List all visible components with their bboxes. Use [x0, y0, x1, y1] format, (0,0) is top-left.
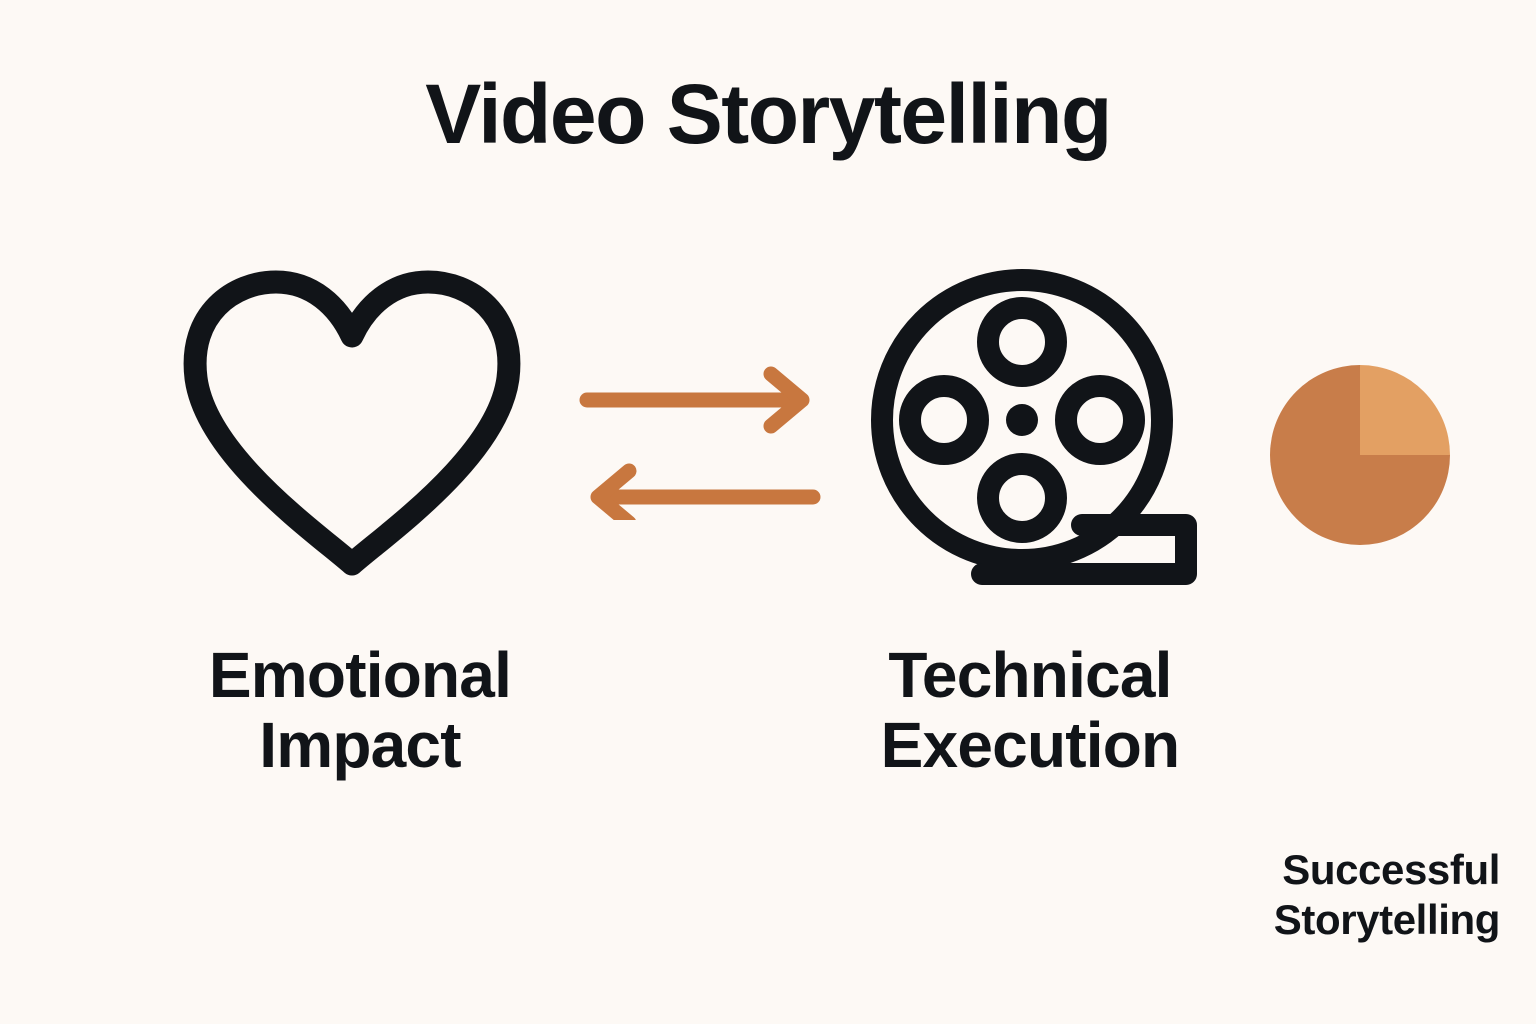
arrow-left-icon [590, 463, 821, 531]
reel-hub-dot [1006, 404, 1038, 436]
label-technical-execution: Technical Execution [760, 640, 1300, 781]
page-title: Video Storytelling [425, 67, 1112, 161]
pie-slice-minor [1360, 365, 1450, 455]
label-line-1: Emotional [208, 639, 512, 711]
label-line-2: Impact [259, 709, 461, 782]
label-line-1: Successful [1282, 846, 1500, 893]
arrow-right-icon [579, 366, 810, 434]
label-emotional-impact: Emotional Impact [90, 640, 630, 781]
label-successful-storytelling: Successful Storytelling [1060, 845, 1501, 944]
film-reel-icon [870, 268, 1210, 588]
heart-icon [172, 268, 532, 588]
label-line-2: Execution [880, 709, 1180, 782]
label-line-2: Storytelling [1273, 895, 1501, 943]
pie-chart-icon [1268, 363, 1452, 547]
bidirectional-arrows [575, 360, 825, 531]
label-line-1: Technical [888, 639, 1172, 711]
